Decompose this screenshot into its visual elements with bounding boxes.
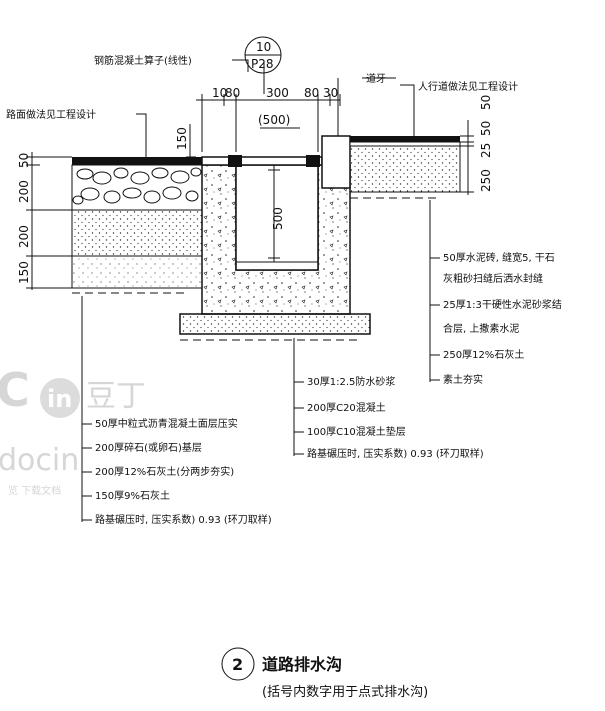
right-dim-50a: 50	[479, 121, 493, 136]
left-note-4: 150厚9%石灰土	[95, 489, 170, 502]
road-section	[71, 157, 203, 294]
title-number: 2	[232, 655, 243, 674]
dim-500-trench: 500	[271, 207, 285, 230]
left-dim-200b: 200	[17, 225, 31, 248]
grate-frame-left	[228, 155, 242, 167]
dim-80-right: 80	[304, 86, 319, 100]
watermark: C in 豆丁 docin 览 下载文档	[0, 363, 146, 497]
middle-note-1: 30厚1:2.5防水砂浆	[307, 375, 395, 388]
right-note-1: 50厚水泥砖, 缝宽5, 干石	[443, 251, 555, 264]
right-note-2: 灰粗砂扫缝后洒水封缝	[443, 272, 543, 285]
watermark-suffix: 览 下载文档	[8, 484, 61, 497]
left-note-3: 200厚12%石灰土(分两步夯实)	[95, 465, 234, 478]
watermark-brand-c: C	[0, 363, 30, 417]
grate	[201, 156, 323, 166]
dim-80-left: 80	[225, 86, 240, 100]
paver-brick	[350, 136, 460, 142]
ref-bottom: P28	[251, 57, 274, 71]
lime-soil-12	[71, 209, 203, 257]
right-note-4: 合层, 上撒素水泥	[443, 322, 519, 335]
grate-frame-right	[306, 155, 320, 167]
mortar-bed	[349, 141, 461, 147]
top-leaders	[136, 59, 415, 157]
dim-500-bracket: (500)	[258, 113, 290, 127]
middle-note-2: 200厚C20混凝土	[307, 401, 386, 414]
title-number-circle	[221, 647, 255, 681]
middle-note-leaders	[293, 338, 304, 456]
title-sub: (括号内数字用于点式排水沟)	[262, 684, 428, 700]
lime-soil-9	[71, 255, 203, 289]
sidewalk-section	[321, 135, 461, 199]
watermark-brand-cn: 豆丁	[86, 379, 146, 414]
left-note-2: 200厚碎石(或卵石)基层	[95, 441, 202, 454]
left-dim-50: 50	[17, 153, 31, 168]
trench-structure	[179, 155, 371, 341]
left-note-5: 路基碾压时, 压实系数) 0.93 (环刀取样)	[95, 513, 272, 526]
dim-10: 10	[212, 86, 227, 100]
right-dim-25: 25	[479, 143, 493, 158]
watermark-circle	[40, 378, 80, 418]
right-note-leaders	[429, 200, 440, 382]
left-note-1: 50厚中粒式沥青混凝土面层压实	[95, 417, 238, 430]
ref-top: 10	[256, 40, 271, 54]
watermark-site: docin	[0, 443, 79, 478]
watermark-brand-in: in	[47, 385, 72, 413]
right-note-6: 素土夯实	[443, 373, 483, 386]
middle-note-3: 100厚C10混凝土垫层	[307, 425, 406, 438]
label-curb: 道牙	[366, 72, 386, 85]
right-dim-250: 250	[479, 169, 493, 192]
left-note-leaders	[81, 296, 92, 522]
middle-note-4: 路基碾压时, 压实系数) 0.93 (环刀取样)	[307, 447, 484, 460]
gravel-stones	[72, 167, 202, 205]
label-grate: 钢筋混凝土算子(线性)	[94, 54, 192, 67]
c10-base	[179, 313, 371, 335]
dim-300: 300	[266, 86, 289, 100]
right-note-3: 25厚1:3干硬性水泥砂浆结	[443, 298, 562, 311]
right-dim-50b: 50	[479, 95, 493, 110]
dim-30: 30	[323, 86, 338, 100]
asphalt-layer	[72, 157, 202, 165]
left-dim-200a: 200	[17, 180, 31, 203]
left-dim-150: 150	[17, 261, 31, 284]
right-note-5: 250厚12%石灰土	[443, 348, 524, 361]
sidewalk-lime-soil	[349, 145, 461, 193]
label-sidewalk: 人行道做法见工程设计	[418, 80, 518, 93]
dimension-lines	[26, 94, 474, 290]
label-road: 路面做法见工程设计	[6, 108, 96, 121]
dim-150-grate: 150	[175, 127, 189, 150]
curb-stone	[321, 135, 351, 189]
title-main: 道路排水沟	[262, 655, 342, 674]
